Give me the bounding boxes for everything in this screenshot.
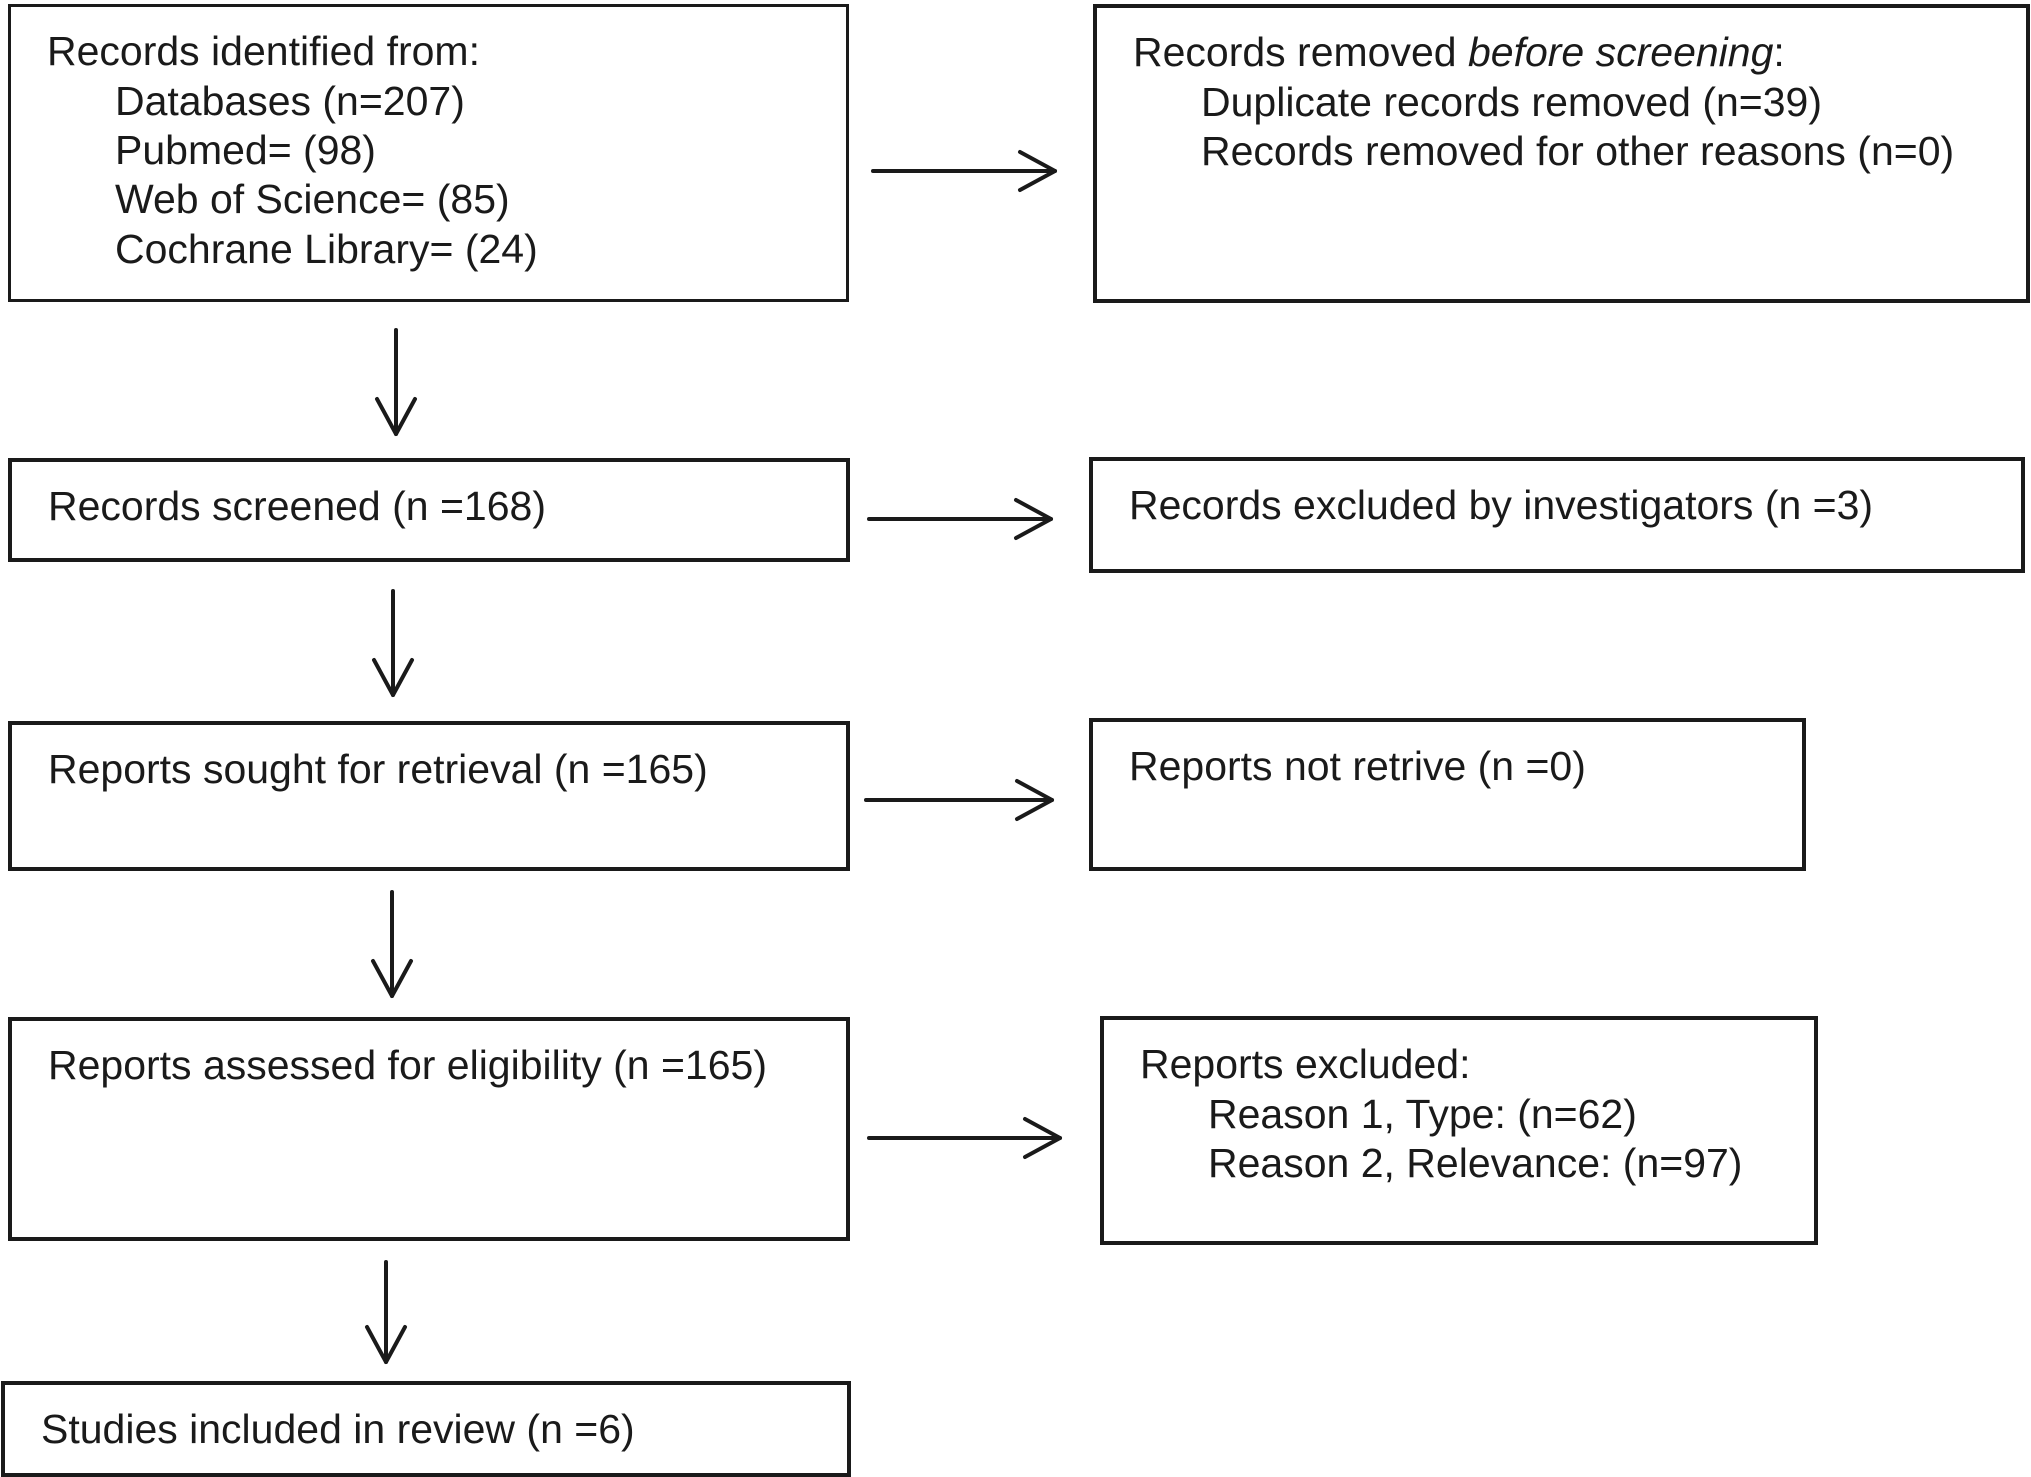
arrow-assessed-to-reports-excluded (867, 1117, 1062, 1159)
databases-count: Databases (n=207) (115, 78, 465, 124)
reason-1-type: Reason 1, Type: (n=62) (1208, 1091, 1637, 1137)
duplicate-records-removed: Duplicate records removed (n=39) (1201, 79, 1822, 125)
studies-included-box: Studies included in review (n =6) (1, 1381, 851, 1477)
studies-included-label: Studies included in review (n =6) (41, 1406, 635, 1452)
reports-excluded-box: Reports excluded: Reason 1, Type: (n=62)… (1100, 1016, 1818, 1245)
arrow-sought-to-assessed (371, 890, 413, 998)
records-screened-label: Records screened (n =168) (48, 483, 546, 529)
reports-excluded-heading: Reports excluded: (1140, 1041, 1471, 1087)
records-removed-heading-italic: before screening (1467, 29, 1774, 75)
web-of-science-count: Web of Science= (85) (115, 176, 510, 222)
records-removed-heading-suffix: : (1773, 29, 1785, 75)
reports-sought-box: Reports sought for retrieval (n =165) (8, 721, 850, 871)
arrow-screened-to-excluded (867, 498, 1053, 540)
cochrane-library-count: Cochrane Library= (24) (115, 226, 538, 272)
arrow-identified-to-removed (871, 150, 1057, 192)
reason-2-relevance: Reason 2, Relevance: (n=97) (1208, 1140, 1743, 1186)
arrow-assessed-to-included (365, 1260, 407, 1364)
records-screened-box: Records screened (n =168) (8, 458, 850, 562)
pubmed-count: Pubmed= (98) (115, 127, 376, 173)
records-removed-other-reasons: Records removed for other reasons (n=0) (1201, 128, 1955, 174)
arrow-screened-to-sought (372, 589, 414, 697)
records-identified-heading: Records identified from: (47, 28, 480, 74)
records-removed-box: Records removed before screening: Duplic… (1093, 4, 2030, 303)
records-removed-heading: Records removed before screening: (1133, 28, 1785, 77)
records-identified-box: Records identified from: Databases (n=20… (8, 4, 849, 302)
records-removed-heading-prefix: Records removed (1133, 29, 1468, 75)
reports-not-retrieved-box: Reports not retrive (n =0) (1089, 718, 1806, 871)
reports-not-retrieved-label: Reports not retrive (n =0) (1129, 743, 1586, 789)
reports-sought-label: Reports sought for retrieval (n =165) (48, 746, 708, 792)
arrow-sought-to-not-retrieved (864, 779, 1054, 821)
records-excluded-box: Records excluded by investigators (n =3) (1089, 457, 2025, 573)
reports-assessed-label: Reports assessed for eligibility (n =165… (48, 1042, 767, 1088)
reports-assessed-box: Reports assessed for eligibility (n =165… (8, 1017, 850, 1241)
arrow-identified-to-screened (375, 328, 417, 436)
records-excluded-label: Records excluded by investigators (n =3) (1129, 482, 1874, 528)
